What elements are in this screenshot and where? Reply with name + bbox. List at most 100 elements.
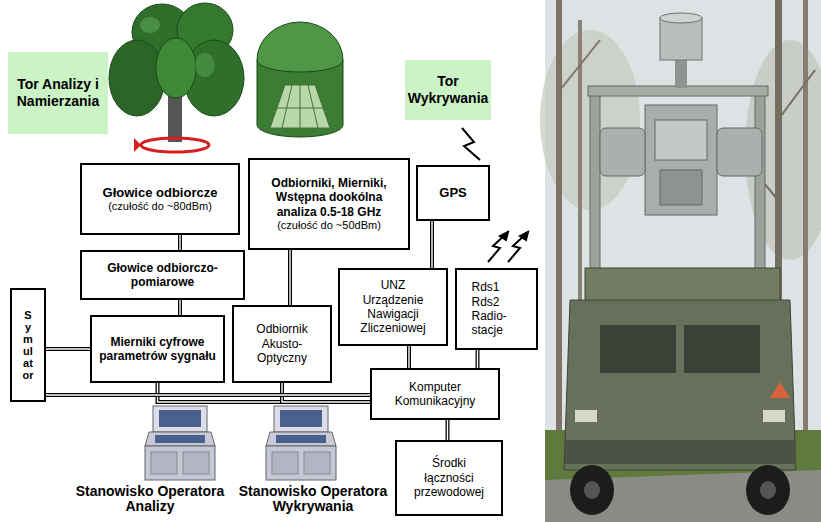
operator-console	[304, 452, 330, 474]
radome-antenna	[282, 85, 292, 128]
vehicle-photo	[540, 0, 821, 522]
vehicle-photo	[556, 0, 562, 440]
operator-console	[266, 432, 336, 446]
radome-antenna	[277, 108, 323, 109]
box-title: Głowice odbiorczo-pomiarowe	[86, 261, 239, 290]
box-title: Środki łączności przewodowej	[409, 456, 489, 499]
double-line-connector	[46, 395, 370, 396]
double-line-connector	[409, 346, 410, 368]
box-title: Symulator	[23, 309, 34, 382]
process-box: Głowice odbiorczo-pomiarowe	[80, 250, 245, 300]
connector-line	[477, 350, 478, 368]
connector-line	[46, 393, 370, 397]
operator-console	[151, 452, 177, 474]
vehicle-photo	[675, 58, 687, 88]
vehicle-photo	[746, 465, 790, 515]
vehicle-photo	[585, 268, 780, 302]
vehicle-photo	[564, 300, 796, 470]
process-box: Odbiorniki, Mierniki, Wstępna dookólna a…	[248, 158, 410, 250]
antenna-cluster	[195, 53, 215, 77]
operator-console	[280, 410, 322, 427]
box-title: Głowice odbiorcze	[103, 185, 218, 201]
connector-line	[179, 300, 180, 315]
connector-line	[430, 221, 434, 268]
box-title: Tor Analizy i Namierzania	[12, 76, 104, 110]
operator-console	[159, 410, 201, 427]
double-line-connector	[447, 420, 448, 440]
connector-line	[282, 383, 370, 402]
connector-line	[46, 348, 90, 349]
connector-line	[476, 350, 480, 368]
antenna-cluster	[109, 3, 244, 152]
box-title: Odbiorniki, Mierniki, Wstępna dookólna a…	[254, 176, 404, 219]
operator-console	[145, 432, 215, 446]
radome-antenna	[300, 85, 301, 128]
operator-console	[183, 452, 209, 474]
connector-line	[407, 346, 411, 368]
connector-line	[408, 346, 409, 368]
vehicle-photo	[760, 481, 776, 499]
connector-line	[178, 235, 182, 250]
double-line-connector	[290, 250, 291, 305]
connector-line	[178, 300, 182, 315]
operator-console	[272, 452, 298, 474]
box-note: (czułość do ~80dBm)	[108, 200, 212, 213]
vehicle-photo	[560, 40, 600, 90]
connector-line	[282, 383, 370, 402]
vehicle-photo	[803, 0, 808, 440]
radome-antenna	[257, 22, 343, 72]
radio-bolt	[520, 232, 528, 240]
simulator-box: Symulator	[10, 288, 46, 402]
operator-console	[145, 406, 215, 480]
radio-bolt	[462, 128, 480, 160]
double-line-connector	[282, 383, 370, 402]
double-line-connector	[180, 300, 181, 315]
operator-console	[155, 435, 205, 443]
connector-line	[447, 420, 448, 440]
connector-line	[179, 235, 180, 250]
box-title: Mierniki cyfrowe parametrów sygnału	[96, 335, 219, 364]
process-box: Środki łączności przewodowej	[395, 440, 503, 516]
double-line-connector	[46, 349, 90, 350]
process-box: Komputer Komunikacyjny	[370, 368, 500, 420]
antenna-cluster	[141, 138, 209, 152]
vehicle-photo	[778, 70, 815, 120]
vehicle-photo	[660, 13, 702, 23]
antenna-cluster	[140, 17, 160, 33]
double-line-connector	[432, 221, 433, 268]
radome-antenna	[308, 85, 318, 128]
antenna-cluster	[156, 38, 196, 98]
vehicle-photo	[545, 430, 821, 522]
process-box: Odbiornik Akusto- Optyczny	[232, 305, 332, 383]
vehicle-photo	[600, 128, 645, 176]
box-title: Odbiornik Akusto- Optyczny	[238, 322, 326, 365]
radome-antenna	[257, 22, 343, 137]
box-title: UNZ Urządzenie Nawigacji Zliczeniowej	[350, 278, 436, 336]
vehicle-photo	[717, 128, 762, 176]
radome-antenna	[270, 85, 330, 128]
box-title: Tor Wykrywania	[408, 73, 489, 107]
double-line-connector	[477, 350, 478, 368]
connector-line	[158, 383, 371, 402]
vehicle-photo	[763, 410, 785, 422]
station-label: Stanowisko Operatora Wykrywania	[232, 484, 394, 515]
vehicle-photo	[660, 18, 702, 60]
vehicle-photo	[600, 325, 676, 373]
vehicle-photo	[575, 410, 597, 422]
operator-console	[266, 446, 336, 480]
vehicle-photo	[770, 382, 790, 398]
process-box: Głowice odbiorcze(czułość do ~80dBm)	[80, 163, 240, 235]
vehicle-photo	[584, 481, 600, 499]
box-title: Komputer Komunikacyjny	[376, 380, 494, 409]
process-box: UNZ Urządzenie Nawigacji Zliczeniowej	[338, 268, 448, 346]
antenna-cluster	[134, 138, 141, 152]
connector-line	[46, 394, 370, 395]
vehicle-photo	[565, 440, 796, 464]
box-title: GPS	[439, 185, 466, 201]
operator-console	[153, 406, 207, 432]
double-line-connector	[180, 235, 181, 250]
connector-line	[446, 420, 450, 440]
vehicle-photo	[645, 105, 717, 215]
operator-console	[274, 406, 328, 432]
